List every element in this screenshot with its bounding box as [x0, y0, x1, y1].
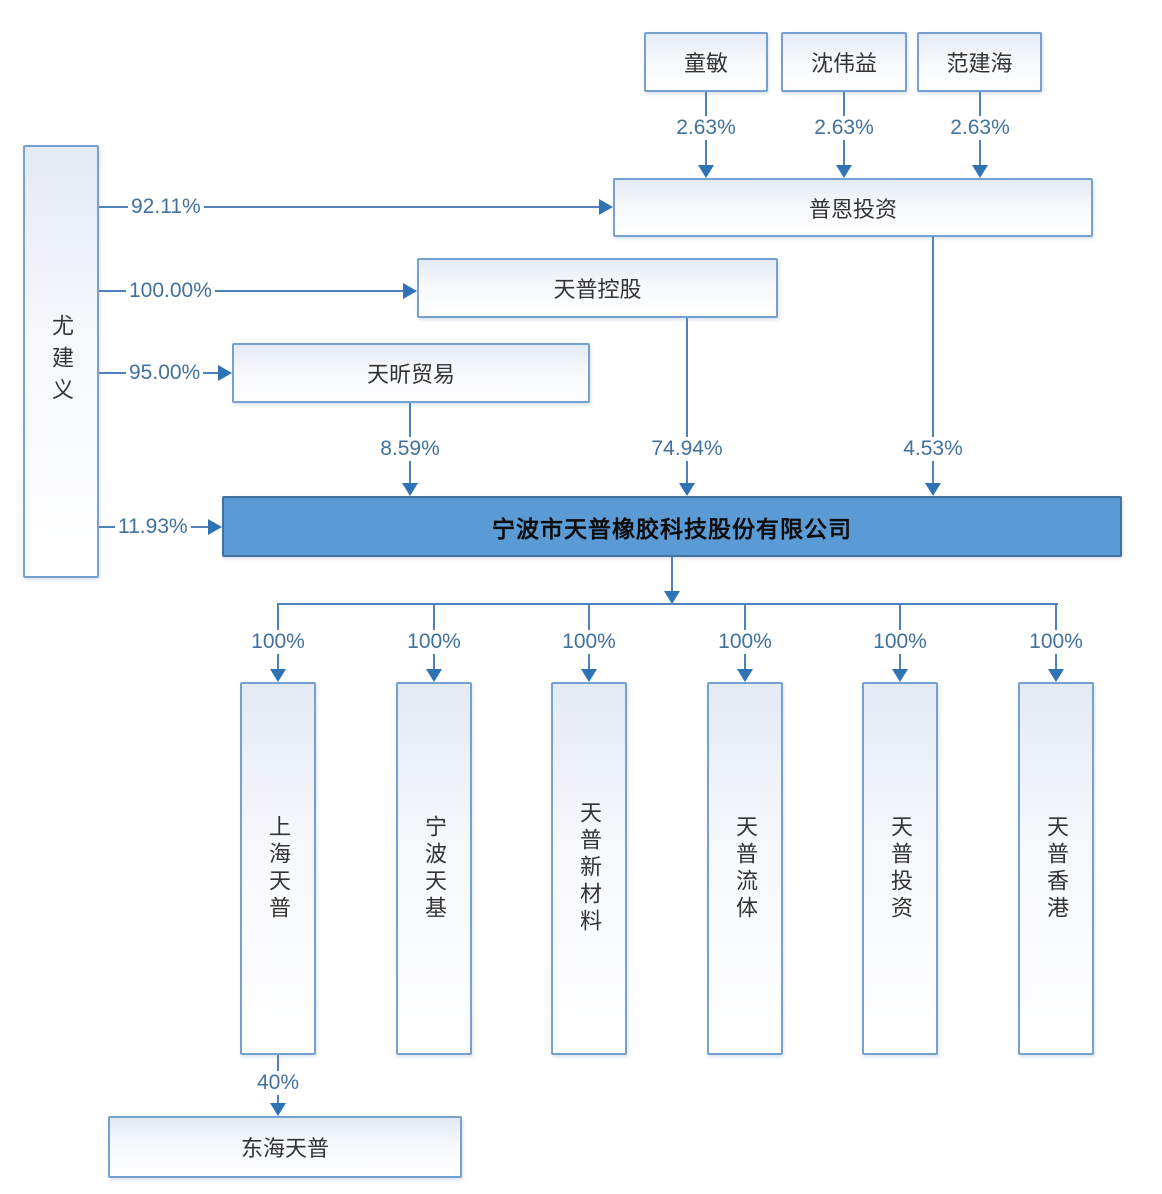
arrowhead-down	[270, 669, 286, 682]
node-shenweiyi-label: 沈伟益	[810, 51, 877, 76]
pct-label-fanjianhai-puen: 2.63%	[947, 116, 1013, 140]
node-tongmin-label: 童敏	[683, 51, 728, 76]
node-tianpu-investment: 天普投资	[862, 682, 938, 1055]
arrowhead-down	[836, 165, 852, 178]
node-donghai-tianpu-label: 东海天普	[240, 1136, 329, 1161]
node-tianpu-new-material: 天普新材料	[551, 682, 627, 1055]
arrowhead-down	[402, 483, 418, 496]
arrowhead-right	[218, 365, 232, 381]
pct-label-main-tianji: 100%	[404, 630, 464, 654]
pct-label-puen-main: 4.53%	[900, 437, 966, 461]
node-tianpu-holding: 天普控股	[417, 258, 778, 318]
connector-rail	[277, 603, 1058, 605]
arrowhead-right	[208, 519, 222, 535]
connector-line	[932, 237, 934, 483]
arrowhead-down	[679, 483, 695, 496]
node-shanghai-tianpu: 上海天普	[240, 682, 316, 1055]
connector-line	[671, 557, 673, 591]
node-tianpu-fluid-label: 天普流体	[733, 814, 758, 923]
arrowhead-right	[599, 199, 613, 215]
pct-label-tongmin-puen: 2.63%	[673, 116, 739, 140]
pct-label-you-puen: 92.11%	[128, 195, 204, 219]
node-puen-investment-label: 普恩投资	[808, 196, 897, 222]
node-ningbo-tianji-label: 宁波天基	[422, 814, 447, 923]
pct-label-you-holding: 100.00%	[126, 279, 215, 303]
node-main-company: 宁波市天普橡胶科技股份有限公司	[222, 496, 1122, 557]
pct-label-holding-main: 74.94%	[648, 437, 726, 461]
node-tianxin-trading-label: 天昕贸易	[366, 362, 455, 387]
arrowhead-down	[426, 669, 442, 682]
pct-label-you-tianxin: 95.00%	[126, 361, 204, 385]
pct-label-shanghai-donghai: 40%	[253, 1071, 303, 1095]
pct-label-main-fluid: 100%	[715, 630, 775, 654]
connector-line	[99, 206, 599, 208]
node-shenweiyi: 沈伟益	[781, 32, 907, 92]
node-tianpu-hongkong: 天普香港	[1018, 682, 1094, 1055]
node-tianpu-investment-label: 天普投资	[888, 814, 913, 923]
arrowhead-down	[737, 669, 753, 682]
node-fanjianhai: 范建海	[917, 32, 1042, 92]
arrowhead-down	[270, 1103, 286, 1116]
node-tianpu-new-material-label: 天普新材料	[577, 801, 602, 936]
pct-label-main-shanghai: 100%	[248, 630, 308, 654]
pct-label-you-main: 11.93%	[115, 515, 191, 539]
node-shanghai-tianpu-label: 上海天普	[266, 814, 291, 923]
node-tianxin-trading: 天昕贸易	[232, 343, 590, 403]
node-ningbo-tianji: 宁波天基	[396, 682, 472, 1055]
arrowhead-down	[581, 669, 597, 682]
node-puen-investment: 普恩投资	[613, 178, 1093, 237]
arrowhead-down	[972, 165, 988, 178]
node-tianpu-hongkong-label: 天普香港	[1044, 814, 1069, 923]
pct-label-main-investment: 100%	[870, 630, 930, 654]
pct-label-main-hongkong: 100%	[1026, 630, 1086, 654]
node-you-jianyi: 尤建义	[23, 145, 99, 578]
arrowhead-down	[925, 483, 941, 496]
arrowhead-down	[664, 591, 680, 604]
arrowhead-down	[892, 669, 908, 682]
arrowhead-down	[1048, 669, 1064, 682]
arrowhead-right	[403, 283, 417, 299]
pct-label-shenweiyi-puen: 2.63%	[811, 116, 877, 140]
node-tianpu-holding-label: 天普控股	[553, 277, 642, 302]
node-donghai-tianpu: 东海天普	[108, 1116, 462, 1178]
pct-label-tianxin-main: 8.59%	[377, 437, 443, 461]
arrowhead-down	[698, 165, 714, 178]
node-fanjianhai-label: 范建海	[946, 51, 1013, 76]
node-tongmin: 童敏	[644, 32, 768, 92]
connector-line	[686, 318, 688, 483]
node-main-company-label: 宁波市天普橡胶科技股份有限公司	[492, 515, 852, 542]
node-tianpu-fluid: 天普流体	[707, 682, 783, 1055]
connector-line	[99, 290, 403, 292]
pct-label-main-newmaterial: 100%	[559, 630, 619, 654]
node-you-jianyi-label: 尤建义	[49, 313, 74, 410]
